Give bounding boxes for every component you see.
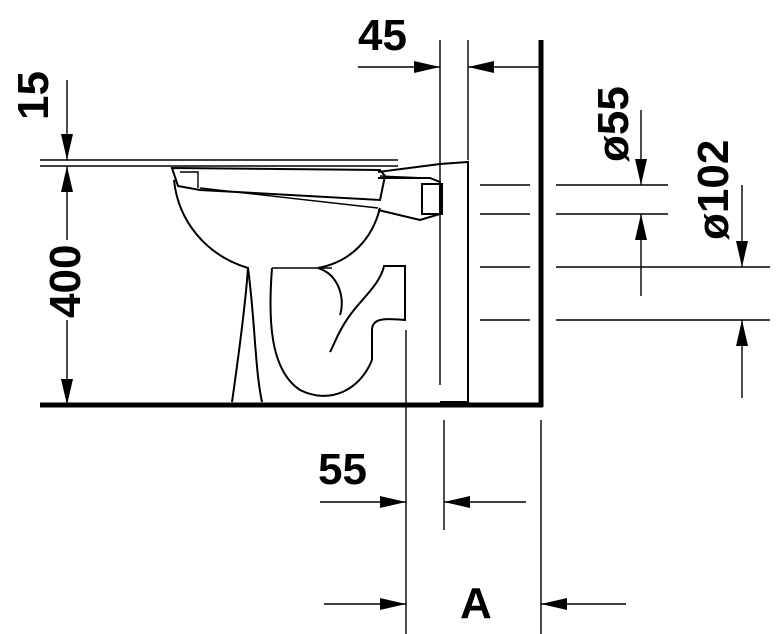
dim-o102-top-arrow bbox=[736, 241, 748, 267]
dim-400-top-arrow bbox=[61, 166, 73, 192]
dim-45: 45 bbox=[358, 11, 541, 73]
dim-o55-top-arrow bbox=[635, 159, 647, 185]
dim-o102-bottom-arrow bbox=[736, 320, 748, 346]
toilet-body bbox=[40, 159, 469, 403]
dim-400: 400 bbox=[41, 166, 90, 405]
trap-pipe bbox=[329, 265, 406, 360]
dim-15: 15 bbox=[9, 71, 73, 160]
dim-45-right-arrow bbox=[468, 61, 494, 73]
bowl-inner bbox=[269, 207, 381, 397]
dim-15-label: 15 bbox=[9, 71, 58, 120]
dim-45-label: 45 bbox=[358, 11, 407, 60]
connector-cap bbox=[421, 183, 443, 215]
dim-45-left-arrow bbox=[414, 61, 440, 73]
trap-outer bbox=[247, 267, 263, 403]
dim-400-bottom-arrow bbox=[61, 379, 73, 405]
dim-A-right-arrow bbox=[541, 598, 567, 610]
dim-o102-label: ø102 bbox=[689, 140, 738, 240]
extension-lines bbox=[405, 40, 770, 634]
dim-o55-label: ø55 bbox=[589, 86, 638, 162]
dim-400-label: 400 bbox=[41, 245, 90, 318]
dim-o55-bottom-arrow bbox=[635, 214, 647, 240]
dim-55-label: 55 bbox=[318, 445, 367, 494]
dim-15-top-arrow bbox=[61, 134, 73, 160]
trap-curve bbox=[317, 267, 343, 316]
back-block bbox=[377, 160, 469, 403]
dim-A-label: A bbox=[460, 579, 492, 628]
dim-A: A bbox=[324, 579, 626, 628]
dim-o55: ø55 bbox=[589, 86, 647, 296]
dim-55: 55 bbox=[318, 445, 526, 508]
dim-55-right-arrow bbox=[444, 496, 470, 508]
dim-A-left-arrow bbox=[380, 598, 406, 610]
dim-o102: ø102 bbox=[689, 140, 748, 398]
bowl-outer bbox=[173, 179, 250, 403]
dim-55-left-arrow bbox=[380, 496, 406, 508]
bowl-rim bbox=[170, 166, 387, 202]
bowl-rim-inner bbox=[180, 171, 426, 188]
dim-400-label-bg bbox=[44, 240, 84, 320]
bowl-diagonal bbox=[199, 187, 379, 209]
wall-and-floor bbox=[40, 40, 544, 408]
